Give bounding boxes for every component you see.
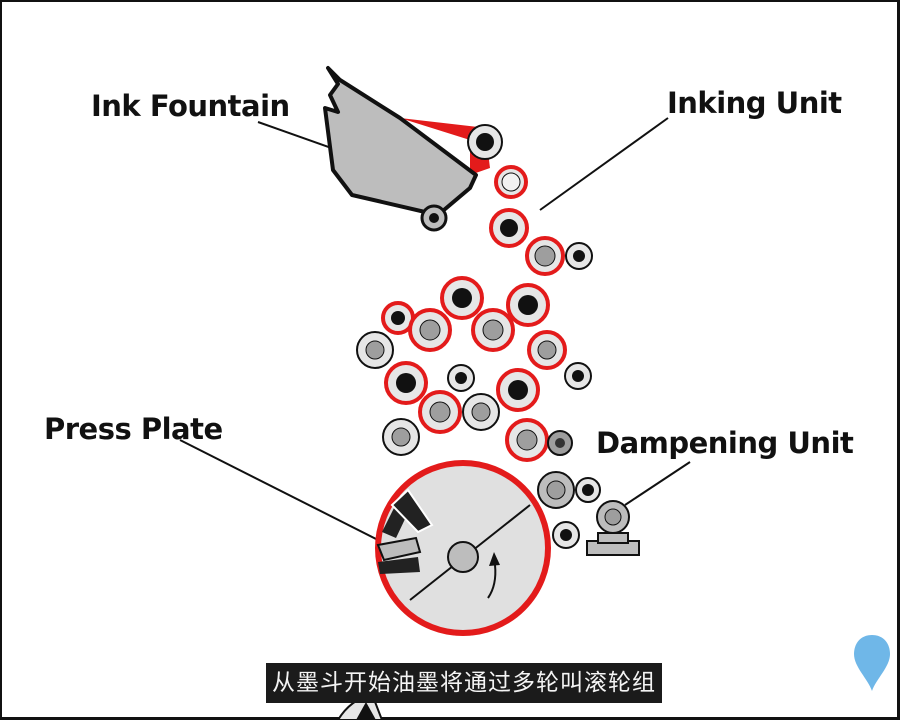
roller	[418, 390, 462, 434]
roller	[506, 283, 550, 327]
roller	[440, 276, 484, 320]
roller	[494, 165, 528, 199]
frame-border-right	[897, 0, 900, 720]
roller	[552, 521, 580, 549]
location-pin-icon[interactable]	[852, 633, 892, 693]
plate-cylinder	[375, 460, 551, 636]
dampening-fountain-roller	[586, 500, 640, 556]
dampening-unit-leader-line	[624, 461, 691, 506]
roller	[537, 471, 575, 509]
dampening-unit-label: Dampening Unit	[596, 426, 854, 460]
roller	[471, 308, 515, 352]
frame-border-bottom	[0, 717, 900, 720]
roller	[384, 361, 428, 405]
roller	[527, 330, 567, 370]
roller	[447, 364, 475, 392]
press-plate-clamp	[376, 488, 434, 574]
roller	[505, 418, 549, 462]
roller	[356, 331, 394, 369]
dampening-rollers	[537, 430, 640, 556]
frame-border-top	[0, 0, 900, 2]
roller	[496, 368, 540, 412]
ink-fountain-label: Ink Fountain	[91, 89, 290, 123]
press-plate-leader-line	[179, 439, 389, 546]
inking-unit-label: Inking Unit	[667, 86, 842, 120]
roller	[525, 236, 565, 276]
roller	[564, 362, 592, 390]
roller	[467, 124, 503, 160]
press-plate-label: Press Plate	[44, 412, 223, 446]
roller	[547, 430, 573, 456]
roller	[408, 308, 452, 352]
roller	[575, 477, 601, 503]
roller	[462, 393, 500, 431]
inking-unit-leader-line	[539, 117, 669, 211]
roller	[565, 242, 593, 270]
frame-border-left	[0, 0, 2, 720]
roller	[382, 418, 420, 456]
subtitle-caption: 从墨斗开始油墨将通过多轮叫滚轮组	[266, 663, 662, 703]
roller	[489, 208, 529, 248]
ink-fountain	[323, 66, 490, 232]
inking-rollers	[356, 124, 593, 462]
